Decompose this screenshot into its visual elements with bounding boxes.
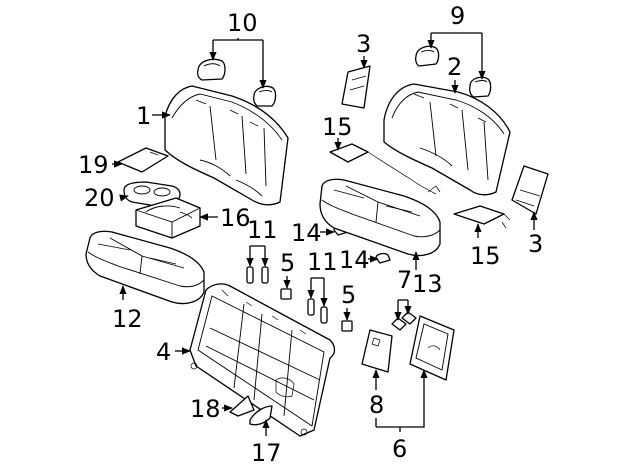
panel-19 — [117, 147, 169, 173]
seat-frame-4 — [189, 283, 336, 437]
callout-17: 17 — [251, 439, 282, 467]
headrest-left-inner — [252, 85, 277, 107]
fastener-14-b — [375, 252, 391, 264]
seat-cushion-right — [319, 178, 441, 257]
callout-18: 18 — [190, 395, 221, 423]
callout-labels: 10 9 3 2 1 15 19 20 16 11 14 3 5 11 14 1… — [78, 2, 543, 467]
callout-9: 9 — [450, 2, 465, 30]
callout-11-left: 11 — [247, 216, 278, 244]
clip-11-a — [246, 266, 269, 284]
armrest-16 — [135, 197, 201, 239]
headrest-right-outer — [414, 45, 440, 67]
callout-15-lower: 15 — [470, 242, 501, 270]
callout-16: 16 — [220, 204, 251, 232]
callout-5-right: 5 — [341, 281, 356, 309]
callout-6: 6 — [392, 435, 407, 463]
trim-panel-15-b — [453, 205, 511, 229]
panel-6 — [409, 315, 455, 381]
callout-1: 1 — [136, 102, 151, 130]
seat-back-left — [164, 85, 289, 206]
trim-panel-15-a — [329, 143, 441, 195]
seat-back-right — [383, 83, 511, 196]
callout-19: 19 — [78, 151, 109, 179]
headrest-left-outer — [196, 58, 226, 81]
clip-7 — [391, 311, 417, 331]
back-panel-3-upper — [341, 65, 371, 109]
callout-8: 8 — [369, 391, 384, 419]
callout-15-upper: 15 — [322, 113, 353, 141]
callout-7: 7 — [397, 266, 412, 294]
back-panel-3-lower — [511, 165, 549, 215]
callout-14-lower: 14 — [339, 246, 370, 274]
callout-12: 12 — [112, 305, 143, 333]
clip-5-b — [341, 320, 353, 332]
callout-10: 10 — [227, 9, 258, 37]
callout-5-left: 5 — [280, 249, 295, 277]
panel-8 — [361, 329, 393, 373]
callout-3-upper: 3 — [356, 30, 371, 58]
clip-11-b — [307, 298, 328, 324]
headrest-right-inner — [468, 76, 492, 98]
seat-cushion-left — [85, 230, 205, 305]
bracket-18 — [229, 395, 255, 417]
callout-3-lower: 3 — [528, 230, 543, 258]
clip-5-a — [280, 288, 292, 300]
callout-2: 2 — [447, 53, 462, 81]
callout-20: 20 — [84, 184, 115, 212]
callout-11-right: 11 — [307, 248, 338, 276]
callout-4: 4 — [156, 338, 171, 366]
callout-13: 13 — [412, 270, 443, 298]
callout-14-upper: 14 — [291, 219, 322, 247]
leader-lines — [112, 32, 538, 436]
